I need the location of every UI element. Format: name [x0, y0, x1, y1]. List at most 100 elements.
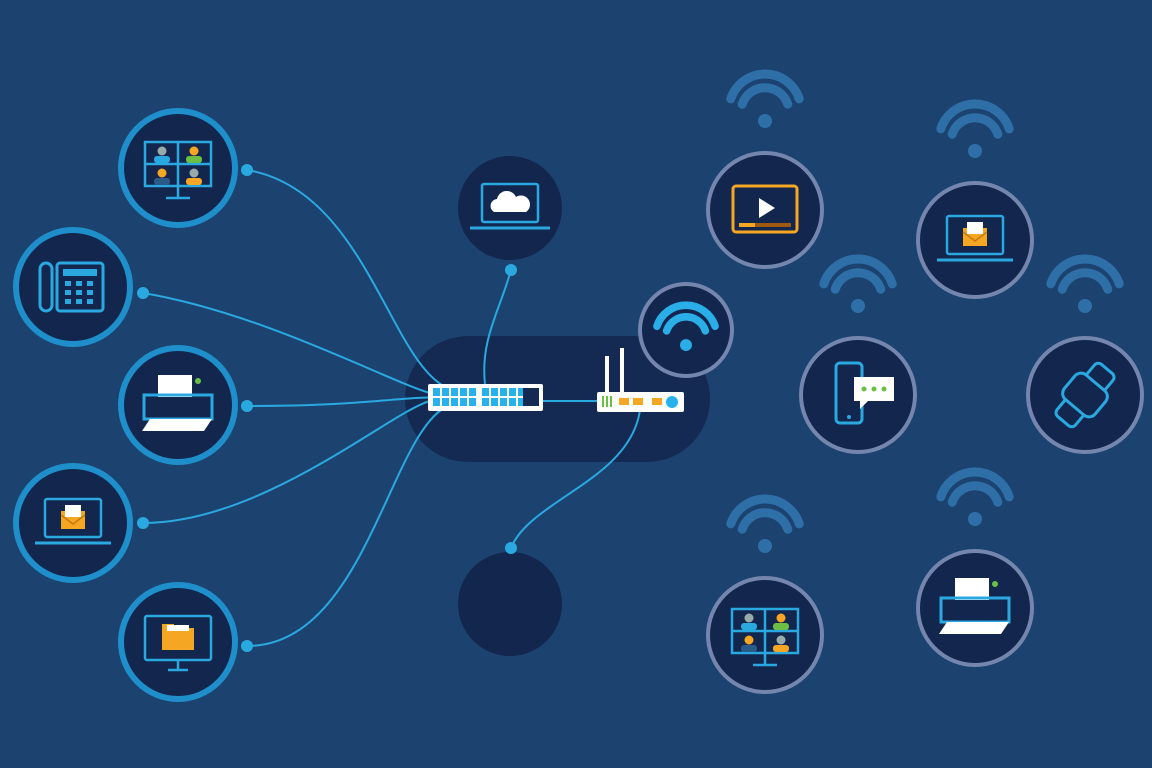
cloud: [490, 190, 531, 212]
wifi-arc: [653, 301, 719, 331]
switch-port: [451, 388, 458, 396]
wifi-dot: [851, 299, 865, 313]
switch-port: [482, 388, 489, 396]
video-player-icon: [731, 184, 799, 234]
wifi-arc: [1046, 254, 1124, 289]
laptop-cloud-icon: [470, 182, 550, 230]
wifi-arc: [1057, 268, 1113, 294]
led: [610, 396, 612, 407]
output-tray: [939, 622, 1009, 634]
video-conference-icon: [730, 607, 800, 667]
uplink-port: [523, 388, 539, 406]
person-head: [744, 613, 754, 623]
chat-dot: [881, 386, 887, 392]
wifi-arc: [947, 481, 1003, 507]
output-tray: [142, 419, 212, 431]
wired-node: [118, 345, 238, 465]
wifi-signal-icon: [726, 69, 804, 128]
person-body: [186, 156, 202, 163]
network-link: [510, 409, 641, 549]
connection-dot: [137, 517, 149, 529]
connection-dot: [241, 640, 253, 652]
person-body: [741, 623, 757, 630]
switch-port: [509, 388, 516, 396]
person-head: [776, 613, 786, 623]
wifi-router: [597, 348, 684, 412]
key: [76, 281, 82, 286]
laptop-mail-icon: [937, 214, 1013, 262]
monitor-folder-icon: [143, 614, 213, 672]
switch-port: [469, 398, 476, 406]
switch-port: [500, 398, 507, 406]
laptop-screen: [43, 497, 103, 539]
person-head: [189, 168, 199, 178]
wifi-dot: [758, 539, 772, 553]
person-head: [157, 168, 167, 178]
person-head: [776, 635, 786, 645]
switch-port: [518, 398, 525, 406]
watch: [1054, 361, 1116, 429]
antenna: [620, 348, 624, 394]
watch-face: [1061, 371, 1109, 419]
network-link: [246, 169, 451, 390]
smartphone-chat-icon: [834, 361, 894, 425]
connection-dot: [505, 542, 517, 554]
key: [65, 299, 71, 304]
wifi-arc: [737, 83, 793, 109]
node-circle: [458, 552, 562, 656]
wifi-dot: [680, 339, 692, 352]
network-link: [142, 292, 431, 394]
wifi-signal-icon: [936, 99, 1014, 158]
switch-port: [469, 388, 476, 396]
wifi-arc: [936, 99, 1014, 134]
antenna: [605, 356, 609, 394]
paper: [158, 375, 192, 397]
switch-port: [451, 398, 458, 406]
person-body: [154, 178, 170, 185]
folder: [162, 628, 194, 650]
wifi-signal-icon: [726, 494, 804, 553]
letter: [967, 222, 983, 234]
router-port: [652, 398, 662, 405]
connection-dot: [137, 287, 149, 299]
switch-port: [460, 388, 467, 396]
person-body: [186, 178, 202, 185]
person-body: [154, 156, 170, 163]
node-circle: [118, 345, 238, 465]
connection-dot: [241, 164, 253, 176]
wireless-node: [1026, 336, 1144, 454]
person-head: [157, 146, 167, 156]
wifi-arc: [936, 467, 1014, 502]
switch-port: [500, 388, 507, 396]
wired-node: [13, 227, 133, 347]
wifi-signal-icon: [819, 254, 897, 313]
printer-icon: [939, 578, 1011, 634]
wired-node: [13, 463, 133, 583]
wifi-arc: [947, 113, 1003, 139]
person-head: [189, 146, 199, 156]
server-node: [458, 552, 562, 656]
desk-phone-icon: [38, 261, 105, 313]
chat-bubble: [854, 377, 894, 409]
key: [87, 281, 93, 286]
network-link: [483, 269, 512, 385]
switch-port: [482, 398, 489, 406]
led: [602, 396, 604, 407]
wireless-node: [916, 549, 1034, 667]
status-light: [992, 581, 998, 587]
power-light: [666, 396, 678, 408]
paper: [955, 578, 989, 600]
connection-dot: [505, 264, 517, 276]
envelope-flap: [962, 231, 988, 242]
node-circle: [13, 227, 133, 347]
cloud-node: [458, 156, 562, 260]
key: [65, 290, 71, 295]
display: [63, 269, 97, 276]
home-button: [847, 415, 851, 419]
network-switch: [428, 384, 543, 411]
key: [76, 290, 82, 295]
video-conference-icon: [143, 140, 213, 200]
switch-port: [460, 398, 467, 406]
letter: [65, 505, 81, 517]
wired-node: [118, 582, 238, 702]
